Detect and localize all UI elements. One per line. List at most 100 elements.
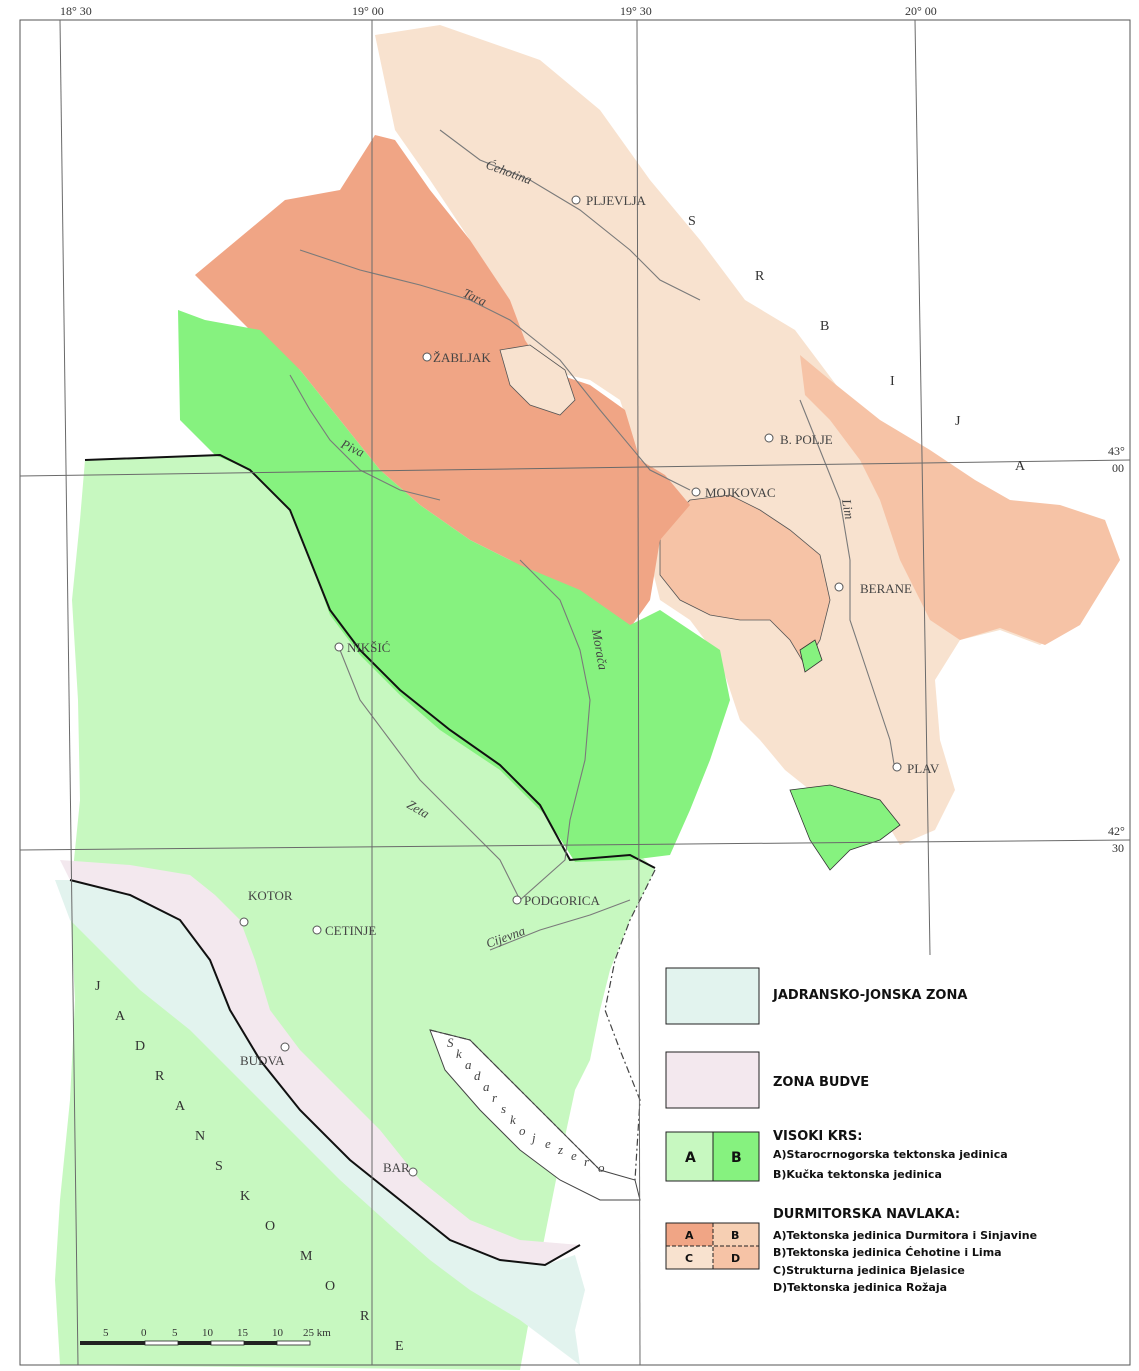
- legend: JADRANSKO-JONSKA ZONA ZONA BUDVE A B VIS…: [665, 967, 1037, 1294]
- budva-border: [69, 879, 581, 1267]
- visoki-krs-b-patch-2: [799, 639, 823, 673]
- svg-text:o: o: [598, 1160, 605, 1175]
- svg-text:B: B: [820, 319, 830, 334]
- coord-1930: 19° 30: [620, 4, 652, 18]
- svg-text:A: A: [115, 1009, 126, 1024]
- scale-tick-1: 0: [141, 1327, 147, 1339]
- coord-43-min: 00: [1112, 461, 1124, 475]
- coord-2000: 20° 00: [905, 4, 937, 18]
- legend-item-durmitor-d: D)Tektonska jedinica Rožaja: [773, 1281, 947, 1294]
- town-kotor: KOTOR: [239, 888, 293, 927]
- svg-text:NIKŠIĆ: NIKŠIĆ: [347, 640, 390, 655]
- svg-text:BUDVA: BUDVA: [240, 1053, 285, 1068]
- legend-box-jadransko-jonska: [665, 967, 760, 1025]
- legend-box-visoki-krs-b: [712, 1131, 760, 1182]
- parallel-4300: [19, 459, 1131, 477]
- coord-1830: 18° 30: [60, 4, 92, 18]
- river-tara: [299, 249, 691, 491]
- visoki-krs-b-region: [178, 310, 730, 862]
- legend-box-durmitor-d: [713, 1246, 759, 1269]
- legend-title-durmitor: DURMITORSKA NAVLAKA:: [773, 1207, 960, 1222]
- svg-text:S: S: [215, 1159, 224, 1174]
- svg-text:I: I: [890, 374, 896, 389]
- zabljak-enclave: [499, 344, 576, 416]
- svg-text:J: J: [955, 414, 961, 429]
- svg-text:B. POLJE: B. POLJE: [780, 432, 833, 447]
- town-bar: BAR: [383, 1160, 418, 1177]
- town-b-polje: B. POLJE: [764, 432, 833, 447]
- svg-text:S: S: [688, 214, 697, 229]
- svg-text:j: j: [530, 1130, 536, 1145]
- durmitor-d-region: [800, 355, 1120, 645]
- svg-text:e: e: [571, 1148, 577, 1163]
- svg-text:R: R: [360, 1309, 370, 1324]
- svg-text:k: k: [510, 1112, 516, 1127]
- map-frame: [19, 19, 1131, 1366]
- legend-label-jadransko-jonska: JADRANSKO-JONSKA ZONA: [772, 988, 967, 1003]
- label-lim: Lim: [839, 497, 857, 521]
- legend-title-visoki-krs: VISOKI KRS:: [773, 1129, 862, 1144]
- meridian-1830: [59, 19, 79, 1366]
- coord-1900: 19° 00: [352, 4, 384, 18]
- legend-letter-durmitor-a: A: [685, 1229, 694, 1242]
- scale-tick-0: 5: [103, 1327, 109, 1339]
- label-moraca: Morača: [589, 627, 611, 672]
- river-lim: [799, 399, 896, 771]
- svg-text:r: r: [492, 1090, 498, 1105]
- coord-42: 42°: [1108, 824, 1125, 838]
- svg-text:ŽABLJAK: ŽABLJAK: [433, 350, 491, 365]
- label-jadransko-more: J A D R A N S K O M O R E: [95, 979, 404, 1354]
- legend-box-budva: [665, 1051, 760, 1109]
- town-berane: BERANE: [834, 581, 912, 596]
- svg-text:A: A: [1015, 459, 1026, 474]
- river-zeta: [339, 649, 521, 901]
- meridian-1930: [636, 19, 641, 1366]
- svg-text:a: a: [465, 1057, 472, 1072]
- town-cetinje: CETINJE: [312, 923, 376, 938]
- svg-text:S: S: [447, 1035, 454, 1050]
- svg-text:CETINJE: CETINJE: [325, 923, 376, 938]
- legend-box-durmitor-c: [666, 1246, 713, 1269]
- legend-item-durmitor-b: B)Tektonska jedinica Ćehotine i Lima: [773, 1246, 1002, 1259]
- jadransko-jonska-region: [55, 880, 585, 1365]
- legend-box-durmitor-a: [666, 1223, 713, 1246]
- label-srbija: S R B I J A: [688, 214, 1026, 474]
- label-skadarsko-jezero: S k a d a r s k o j e z e r o: [447, 1035, 605, 1175]
- svg-text:z: z: [557, 1142, 563, 1157]
- svg-text:MOJKOVAC: MOJKOVAC: [705, 485, 776, 500]
- svg-text:J: J: [95, 979, 101, 994]
- visoki-krs-border: [84, 453, 656, 869]
- town-podgorica: PODGORICA: [512, 893, 600, 908]
- legend-item-visoki-krs-a: A)Starocrnogorska tektonska jedinica: [773, 1148, 1008, 1161]
- visoki-krs-b-patch: [789, 784, 901, 871]
- svg-text:e: e: [545, 1136, 551, 1151]
- svg-text:R: R: [755, 269, 765, 284]
- svg-text:D: D: [135, 1039, 146, 1054]
- svg-text:O: O: [325, 1279, 336, 1294]
- svg-text:KOTOR: KOTOR: [248, 888, 293, 903]
- meridian-2000: [914, 19, 931, 956]
- svg-text:a: a: [483, 1079, 490, 1094]
- legend-letter-durmitor-d: D: [731, 1252, 740, 1265]
- scale-tick-4: 15: [237, 1327, 249, 1339]
- svg-text:o: o: [519, 1123, 526, 1138]
- scale-bar: 5 0 5 10 15 10 25 km: [80, 1327, 331, 1346]
- svg-text:M: M: [300, 1249, 313, 1264]
- legend-label-budva: ZONA BUDVE: [773, 1075, 869, 1090]
- svg-text:R: R: [155, 1069, 165, 1084]
- svg-text:r: r: [584, 1154, 590, 1169]
- town-budva: BUDVA: [240, 1042, 290, 1068]
- svg-text:PODGORICA: PODGORICA: [524, 893, 600, 908]
- svg-text:PLAV: PLAV: [907, 761, 940, 776]
- scale-tick-3: 10: [202, 1327, 214, 1339]
- town-niksic: NIKŠIĆ: [334, 640, 390, 655]
- svg-text:A: A: [175, 1099, 186, 1114]
- scale-tick-2: 5: [172, 1327, 178, 1339]
- svg-text:PLJEVLJA: PLJEVLJA: [586, 193, 647, 208]
- svg-text:K: K: [240, 1189, 251, 1204]
- town-plav: PLAV: [892, 761, 940, 776]
- svg-text:k: k: [456, 1046, 462, 1061]
- coord-43: 43°: [1108, 444, 1125, 458]
- coord-42-min: 30: [1112, 841, 1124, 855]
